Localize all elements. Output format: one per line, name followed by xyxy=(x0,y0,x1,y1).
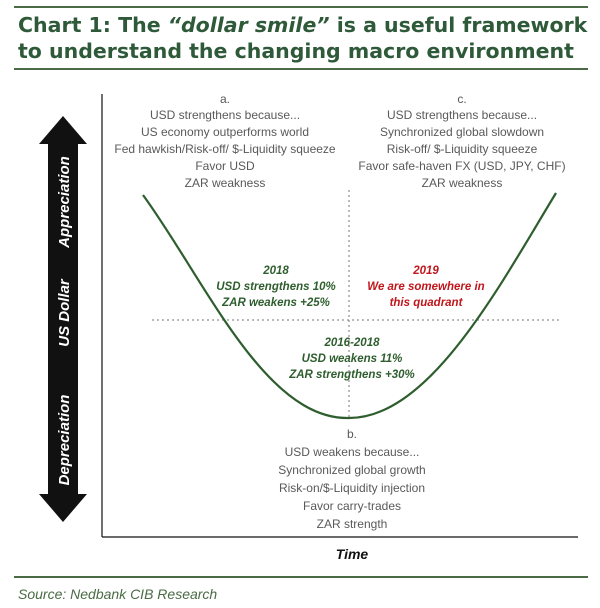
quadrant-a-text: a. USD strengthens because... US economy… xyxy=(114,92,336,190)
arrow-down-head xyxy=(39,494,87,522)
quadrant-letter: c. xyxy=(457,92,466,106)
quadrant-line: Favor USD xyxy=(195,159,255,173)
annotation-line: this quadrant xyxy=(390,297,464,309)
annotation-line: 2016-2018 xyxy=(324,337,381,349)
annotation-line: 2019 xyxy=(412,265,439,277)
quadrant-b-text: b. USD weakens because... Synchronized g… xyxy=(278,427,425,531)
annotation-line: 2018 xyxy=(262,265,289,277)
smile-curve xyxy=(142,192,557,420)
quadrant-line: Synchronized global growth xyxy=(278,463,425,477)
quadrant-line: Favor carry-trades xyxy=(303,499,401,513)
quadrant-line: USD weakens because... xyxy=(285,445,420,459)
y-label-appreciation: Appreciation xyxy=(56,156,73,249)
quadrant-line: ZAR weakness xyxy=(422,176,503,190)
y-label-depreciation: Depreciation xyxy=(56,395,73,486)
quadrant-letter: a. xyxy=(220,92,230,106)
title-bottom-rule xyxy=(14,68,588,70)
annotation-line: We are somewhere in xyxy=(367,281,484,293)
annotation-line: ZAR strengthens +30% xyxy=(288,369,415,381)
quadrant-line: Synchronized global slowdown xyxy=(380,125,544,139)
annotation-line: ZAR weakens +25% xyxy=(221,297,330,309)
quadrant-line: USD strengthens because... xyxy=(150,108,300,122)
annotation-2018: 2018 USD strengthens 10% ZAR weakens +25… xyxy=(216,265,336,309)
annotation-line: USD strengthens 10% xyxy=(216,281,336,293)
double-arrow: Appreciation US Dollar Depreciation xyxy=(39,116,87,522)
quadrant-line: ZAR strength xyxy=(317,517,388,531)
annotation-line: USD weakens 11% xyxy=(302,353,403,365)
y-axis-label: US Dollar xyxy=(56,278,73,347)
annotation-2016-2018: 2016-2018 USD weakens 11% ZAR strengthen… xyxy=(288,337,415,381)
quadrant-line: ZAR weakness xyxy=(185,176,266,190)
page-title: Chart 1: The “dollar smile” is a useful … xyxy=(18,13,588,63)
title-top-rule xyxy=(14,6,588,8)
annotation-2019: 2019 We are somewhere in this quadrant xyxy=(367,265,484,309)
source-note: Source: Nedbank CIB Research xyxy=(18,586,218,602)
quadrant-c-text: c. USD strengthens because... Synchroniz… xyxy=(358,92,565,190)
quadrant-line: Risk-on/$-Liquidity injection xyxy=(279,481,425,495)
quadrant-line: US economy outperforms world xyxy=(141,125,309,139)
arrow-shaft xyxy=(48,143,78,495)
quadrant-line: USD strengthens because... xyxy=(387,108,537,122)
x-axis-label: Time xyxy=(336,546,369,562)
quadrant-line: Risk-off/ $-Liquidity squeeze xyxy=(387,142,538,156)
source-rule xyxy=(14,576,588,578)
quadrant-line: Fed hawkish/Risk-off/ $-Liquidity squeez… xyxy=(114,142,336,156)
quadrant-line: Favor safe-haven FX (USD, JPY, CHF) xyxy=(358,159,565,173)
quadrant-letter: b. xyxy=(347,427,357,441)
arrow-up-head xyxy=(39,116,87,144)
